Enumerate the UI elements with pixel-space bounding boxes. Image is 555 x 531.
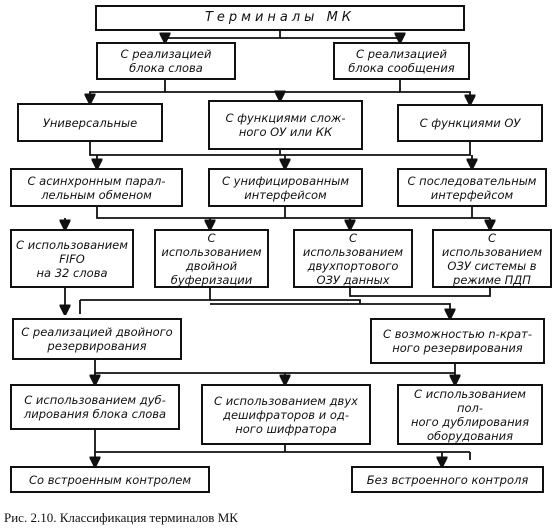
node-dma: С использованием ОЗУ системы в режиме ПД… xyxy=(432,229,552,288)
node-word-block: С реализацией блока слова xyxy=(96,42,236,80)
node-full-dup: С использованием пол- ного дублирования … xyxy=(397,384,543,445)
node-complex-ou: С функциями слож- ного ОУ или КК xyxy=(208,100,363,150)
node-dual-port: С использованием двухпортового ОЗУ данны… xyxy=(293,229,413,288)
node-root: Терминалы МК xyxy=(95,5,465,31)
node-double-buffer: С использованием двойной буферизации xyxy=(154,229,269,288)
node-n-redundancy: С возможностью n-крат- ного резервирован… xyxy=(370,318,545,364)
node-async-parallel: С асинхронным парал- лельным обменом xyxy=(10,168,183,207)
node-message-block: С реализацией блока сообщения xyxy=(333,42,470,80)
node-unified-interface: С унифицированным интерфейсом xyxy=(208,168,363,207)
node-double-redundancy: С реализацией двойного резервирования xyxy=(12,318,182,360)
node-universal: Универсальные xyxy=(17,103,163,142)
node-with-control: Со встроенным контролем xyxy=(10,466,210,493)
node-two-decoders: С использованием двух дешифраторов и од-… xyxy=(201,384,371,445)
node-fifo: С использованием FIFO на 32 слова xyxy=(10,229,134,288)
node-serial-interface: С последовательным интерфейсом xyxy=(397,168,547,207)
node-ou-functions: С функциями ОУ xyxy=(397,104,543,142)
node-without-control: Без встроенного контроля xyxy=(351,466,544,493)
node-dup-word-block: С использованием дуб- лирования блока сл… xyxy=(10,384,180,430)
figure-caption: Рис. 2.10. Классификация терминалов МК xyxy=(4,510,238,525)
